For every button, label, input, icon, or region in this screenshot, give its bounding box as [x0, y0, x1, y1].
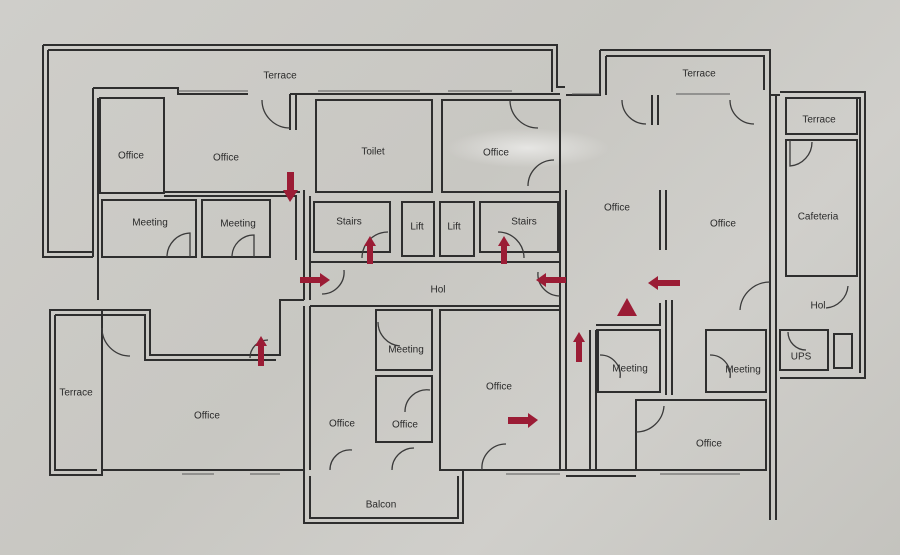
arrow-up-icon	[498, 236, 510, 264]
arrow-right-icon	[508, 413, 538, 428]
room-label-office: Office	[194, 410, 220, 422]
room-label-stairs: Stairs	[511, 216, 537, 228]
room-label-meeting: Meeting	[132, 217, 168, 229]
room-label-balcony: Balcon	[365, 499, 397, 511]
room-label-lift: Lift	[447, 221, 461, 233]
room-label-terrace: Terrace	[263, 70, 297, 82]
room-label-lift: Lift	[410, 221, 424, 233]
arrow-left-icon	[536, 273, 566, 287]
arrow-left-icon	[648, 276, 680, 290]
room-label-office: Office	[392, 419, 418, 431]
arrow-up-icon	[573, 332, 585, 362]
room-label-office: Office	[483, 147, 509, 159]
room-label-office: Office	[710, 218, 736, 230]
room-label-office: Office	[486, 381, 512, 393]
room-label-office: Office	[118, 150, 144, 162]
you-are-here-triangle-icon	[617, 298, 637, 316]
room-label-meeting: Meeting	[725, 364, 761, 376]
arrow-up-icon	[255, 336, 267, 366]
arrow-down-icon	[283, 172, 298, 202]
room-label-meeting: Meeting	[388, 344, 424, 356]
room-label-terrace: Terrace	[59, 387, 93, 399]
room-label-office: Office	[329, 418, 355, 430]
room-label-terrace: Terrace	[682, 68, 716, 80]
room-label-office: Office	[213, 152, 239, 164]
arrow-up-icon	[364, 236, 376, 264]
room-label-hall: Hol	[810, 300, 826, 312]
room-label-cafeteria: Cafeteria	[797, 211, 839, 223]
room-label-office: Office	[604, 202, 630, 214]
room-label-ups: UPS	[790, 351, 812, 363]
arrow-right-icon	[300, 273, 330, 287]
room-label-meeting: Meeting	[612, 363, 648, 375]
photo-glare	[445, 128, 610, 168]
room-label-office: Office	[696, 438, 722, 450]
room-label-stairs: Stairs	[336, 216, 362, 228]
room-label-terrace: Terrace	[802, 114, 836, 126]
room-label-hall: Hol	[430, 284, 446, 296]
room-label-toilet: Toilet	[361, 146, 385, 158]
room-label-meeting: Meeting	[220, 218, 256, 230]
